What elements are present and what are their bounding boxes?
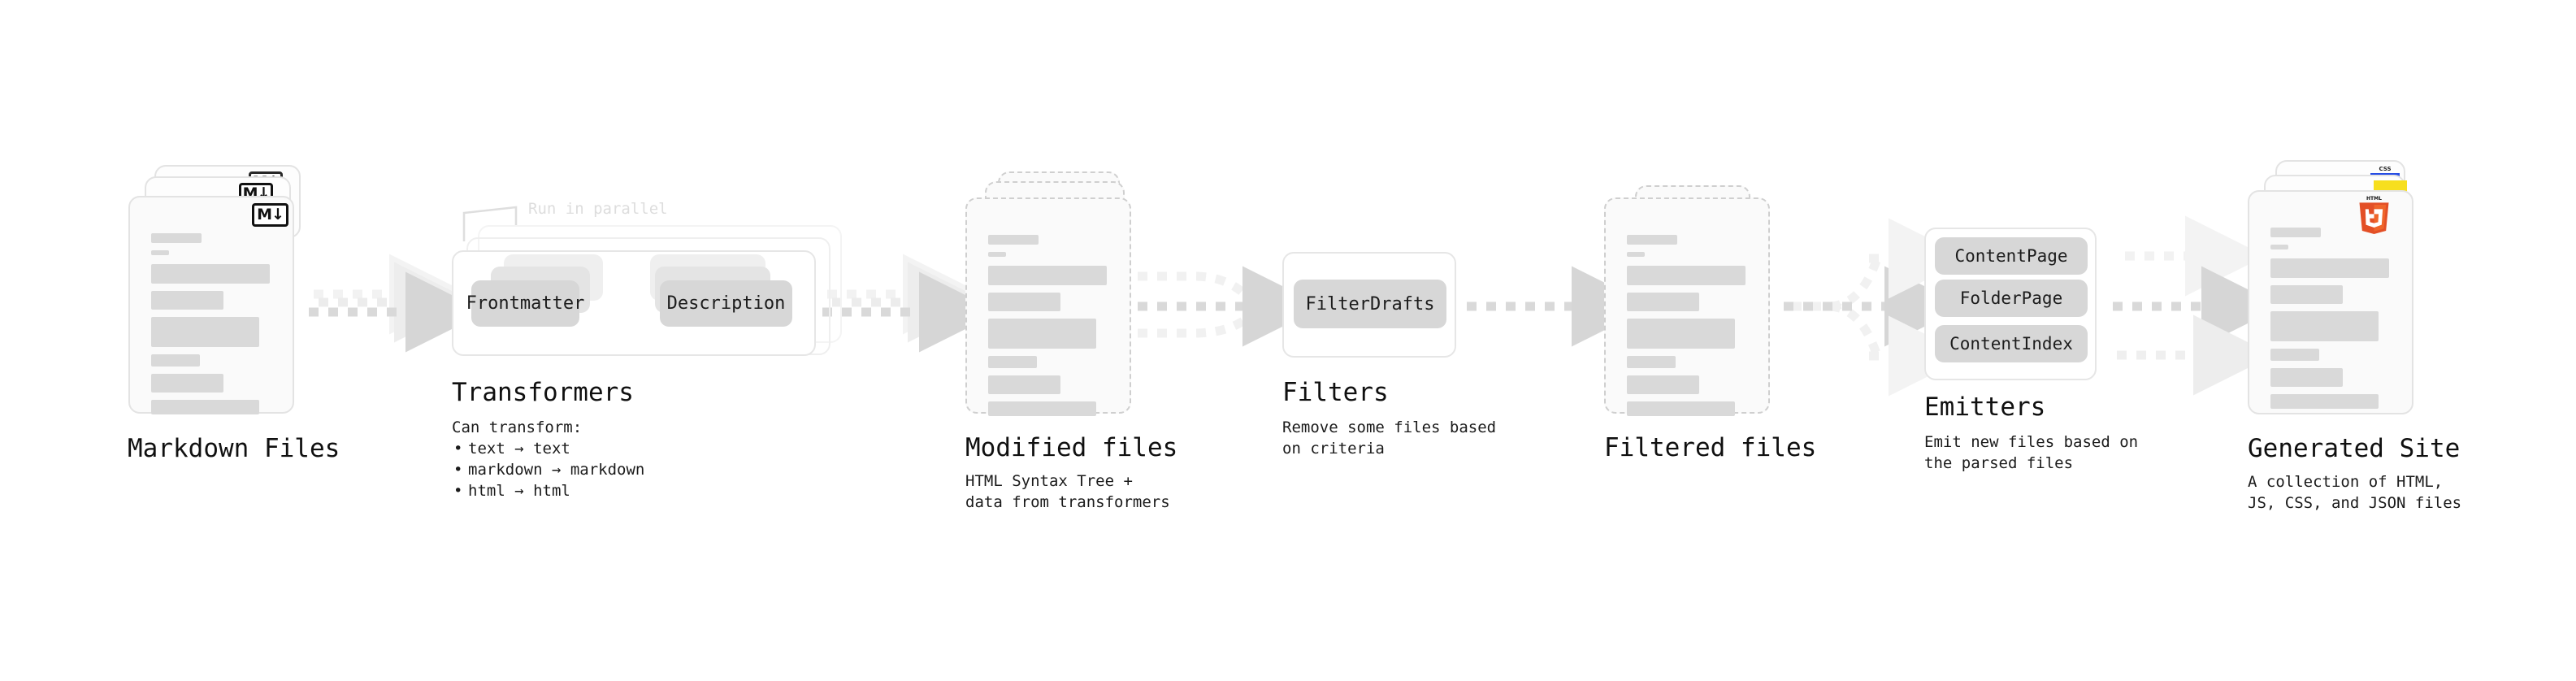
placeholder-bar xyxy=(2270,349,2319,361)
arrow-modified-to-filters xyxy=(1138,266,1323,347)
placeholder-bar xyxy=(2270,245,2288,249)
placeholder-bar xyxy=(151,400,259,414)
placeholder-bar xyxy=(988,252,1006,257)
placeholder-bar xyxy=(1627,375,1699,394)
placeholder-bar xyxy=(988,235,1039,245)
filter-chip-filterdrafts[interactable]: FilterDrafts xyxy=(1294,280,1446,328)
transformer-chip-description[interactable]: Description xyxy=(660,280,792,327)
placeholder-bar xyxy=(1627,266,1746,285)
transformer-chip-frontmatter[interactable]: Frontmatter xyxy=(466,280,584,327)
stage-title-modified-files: Modified files xyxy=(965,433,1178,462)
generated-site-card-front xyxy=(2248,190,2413,414)
transform-options-list: text → text markdown → markdown html → h… xyxy=(452,438,644,501)
stage-title-filters: Filters xyxy=(1282,378,1389,407)
stage-desc-generated-site: A collection of HTML, JS, CSS, and JSON … xyxy=(2248,473,2462,512)
transform-option: html → html xyxy=(468,480,644,501)
placeholder-bar xyxy=(1627,356,1676,368)
placeholder-bar xyxy=(151,250,169,255)
stage-title-filtered-files: Filtered files xyxy=(1604,433,1817,462)
placeholder-bar xyxy=(151,354,200,367)
stage-title-markdown-files: Markdown Files xyxy=(128,434,340,463)
placeholder-bar xyxy=(2270,285,2343,304)
placeholder-bar xyxy=(2270,394,2379,409)
modified-file-card-content xyxy=(967,199,1130,416)
run-in-parallel-annotation: Run in parallel xyxy=(528,200,668,218)
placeholder-bar xyxy=(151,317,259,347)
transform-option: markdown → markdown xyxy=(468,459,644,480)
placeholder-bar xyxy=(2270,228,2321,237)
placeholder-bar xyxy=(988,401,1096,416)
placeholder-bar xyxy=(151,291,223,310)
placeholder-bar xyxy=(988,319,1096,349)
arrow-filtered-to-emitters xyxy=(1784,218,1969,397)
placeholder-bar xyxy=(2270,368,2343,387)
placeholder-bar xyxy=(2270,311,2379,341)
placeholder-bar xyxy=(151,374,223,393)
transform-option: text → text xyxy=(468,438,644,459)
html5-icon-svg: HTML xyxy=(2359,196,2389,234)
stage-title-generated-site: Generated Site xyxy=(2248,434,2461,463)
generated-site-card-content xyxy=(2249,192,2412,413)
filtered-file-card-front xyxy=(1604,197,1770,416)
markdown-file-card-content xyxy=(130,197,293,414)
placeholder-bar xyxy=(1627,401,1735,416)
placeholder-bar xyxy=(988,293,1060,311)
placeholder-bar xyxy=(1627,293,1699,311)
arrow-emitters-to-site xyxy=(2113,215,2282,396)
arrow-markdown-to-transformers xyxy=(309,254,486,353)
transformers-bullet-list: Can transform: text → text markdown → ma… xyxy=(452,417,644,501)
modified-file-card-front xyxy=(965,197,1131,416)
placeholder-bar xyxy=(2270,258,2389,278)
stage-desc-filters: Remove some files based on criteria xyxy=(1282,419,1497,458)
placeholder-bar xyxy=(988,356,1037,368)
placeholder-bar xyxy=(151,264,270,284)
stage-desc-modified-files: HTML Syntax Tree + data from transformer… xyxy=(965,472,1170,511)
css3-icon-label: CSS xyxy=(2379,166,2392,172)
stage-title-emitters: Emitters xyxy=(1924,393,2046,422)
emitter-chip-contentindex[interactable]: ContentIndex xyxy=(1935,325,2088,362)
markdown-file-card-front xyxy=(128,196,294,414)
emitter-chip-contentpage[interactable]: ContentPage xyxy=(1935,237,2088,275)
placeholder-bar xyxy=(151,233,202,243)
placeholder-bar xyxy=(988,375,1060,394)
placeholder-bar xyxy=(1627,252,1645,257)
placeholder-bar xyxy=(1627,235,1677,245)
markdown-icon-front: M↓ xyxy=(252,203,288,227)
html5-icon: HTML xyxy=(2357,195,2392,234)
emitter-chip-folderpage[interactable]: FolderPage xyxy=(1935,280,2088,317)
placeholder-bar xyxy=(988,266,1107,285)
stage-title-transformers: Transformers xyxy=(452,378,634,407)
transformers-list-header: Can transform: xyxy=(452,419,583,436)
placeholder-bar xyxy=(1627,319,1735,349)
svg-text:HTML: HTML xyxy=(2366,196,2382,202)
stage-desc-emitters: Emit new files based on the parsed files xyxy=(1924,433,2139,472)
filtered-file-card-content xyxy=(1606,199,1768,416)
